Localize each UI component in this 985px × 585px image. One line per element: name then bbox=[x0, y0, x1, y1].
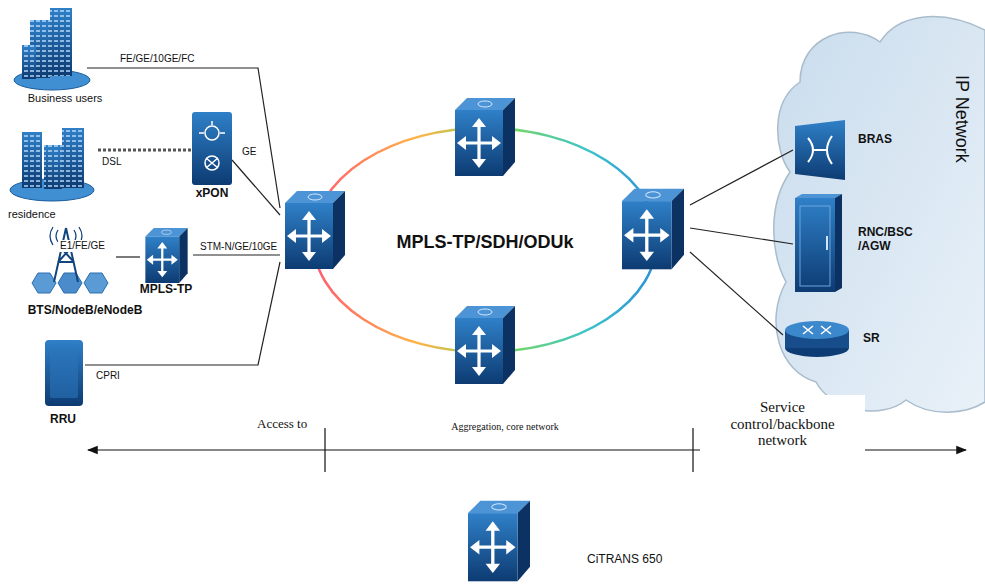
citrans-device-icon bbox=[468, 501, 530, 582]
link-line bbox=[690, 228, 793, 244]
ip-cloud bbox=[774, 17, 985, 413]
link-label: CPRI bbox=[94, 370, 122, 382]
bras-icon bbox=[795, 120, 845, 180]
business-building-icon bbox=[14, 8, 90, 90]
link-line bbox=[116, 256, 140, 257]
node-label: MPLS-TP bbox=[140, 283, 193, 297]
link-line bbox=[87, 68, 280, 208]
mpls-tp-switch bbox=[145, 228, 187, 283]
user-node: residence bbox=[10, 118, 98, 202]
node-label: BTS/NodeB/eNodeB bbox=[28, 304, 143, 318]
service-device: BRAS bbox=[793, 120, 847, 180]
section-label: Aggregation, core network bbox=[449, 421, 560, 432]
transport-ring: MPLS-TP/SDH/ODUk bbox=[280, 95, 690, 390]
link-line bbox=[193, 254, 280, 255]
node-label: MPLS-TP/SDH/ODUk bbox=[396, 232, 573, 253]
ring-switch bbox=[455, 306, 515, 384]
node-label: RNC/BSC /AGW bbox=[858, 226, 922, 254]
network-cloud: IP NetworkBRAS RNC/BSC /AGW SR bbox=[775, 15, 985, 415]
link-line bbox=[690, 252, 783, 335]
radio-unit: RRU bbox=[45, 340, 85, 406]
link-line bbox=[690, 150, 793, 205]
link-line bbox=[98, 149, 192, 152]
link-label: GE bbox=[240, 146, 258, 158]
ring-switch bbox=[455, 98, 515, 176]
legend-label: CiTRANS 650 bbox=[587, 553, 662, 567]
rnc-cabinet-icon bbox=[795, 194, 842, 292]
service-device: RNC/BSC /AGW bbox=[793, 194, 842, 292]
core-switch bbox=[622, 189, 684, 270]
node-label: BRAS bbox=[858, 133, 892, 147]
residence-building-icon bbox=[10, 128, 94, 201]
access-switch: MPLS-TP bbox=[140, 228, 193, 283]
link-label: FE/GE/10GE/FC bbox=[118, 53, 196, 65]
aggregation-switch bbox=[285, 191, 345, 269]
base-station-icon bbox=[32, 227, 108, 293]
rru-icon bbox=[45, 340, 83, 406]
node-label: residence bbox=[8, 208, 56, 221]
node-label: Business users bbox=[28, 92, 103, 105]
base-station: BTS/NodeB/eNodeB bbox=[28, 225, 116, 297]
xpon-device-icon bbox=[192, 112, 232, 185]
user-node: Business users bbox=[15, 8, 87, 90]
switch-icons bbox=[145, 98, 684, 581]
node-label: SR bbox=[863, 332, 880, 346]
link-line bbox=[232, 160, 280, 215]
section-label: Access to bbox=[255, 417, 309, 431]
node-label: IP Network bbox=[951, 75, 972, 163]
link-label: STM-N/GE/10GE bbox=[198, 241, 279, 253]
access-device: xPON bbox=[192, 112, 232, 185]
link-label: DSL bbox=[100, 156, 123, 168]
service-device: SR bbox=[783, 318, 851, 360]
router-icon bbox=[785, 321, 849, 357]
node-label: xPON bbox=[196, 187, 229, 201]
section-label: Service control/backbone network bbox=[700, 395, 865, 459]
link-label: E1/FE/GE bbox=[58, 240, 107, 252]
node-label: RRU bbox=[50, 413, 76, 427]
